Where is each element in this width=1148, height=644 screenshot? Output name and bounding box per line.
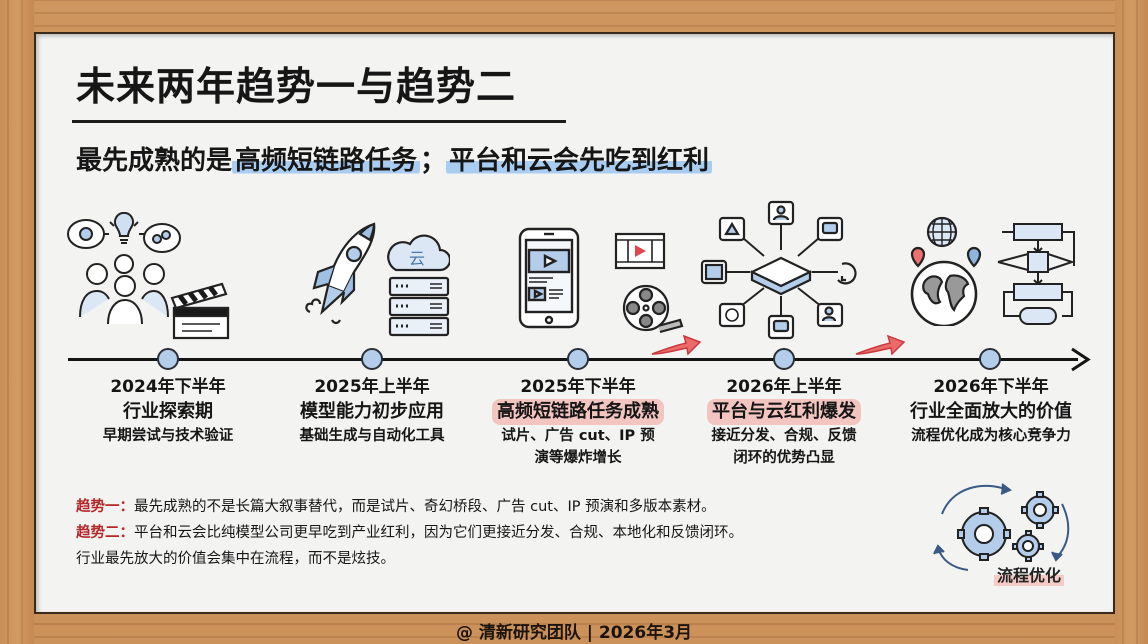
timeline-stage: 2026年下半年 行业全面放大的价值 流程优化成为核心竞争力 [881,375,1101,447]
server-rack-icon [388,276,450,337]
page-title: 未来两年趋势一与趋势二 [76,65,517,110]
subtitle-separator: ； [420,146,447,176]
stage-phase-highlight: 平台与云红利爆发 [707,399,861,425]
title-underline [72,120,566,123]
globe-icon [910,216,982,326]
stage-year: 2024年下半年 [110,377,226,397]
stage-desc: 接近分发、合规、反馈闭环的优势凸显 [711,428,857,466]
trend-note-3: 行业最先放大的价值会集中在流程，而不是炫技。 [76,546,743,572]
stage-phase: 行业全面放大的价值 [910,401,1072,422]
subtitle: 最先成熟的是高频短链路任务；平台和云会先吃到红利 [76,140,713,177]
film-strip-icon [614,232,666,270]
timeline-node [979,348,1001,370]
stage-desc: 试片、广告 cut、IP 预演等爆炸增长 [501,428,655,466]
flowchart-icon [997,223,1076,325]
svg-text:云: 云 [409,249,425,268]
gears-cycle-icon [933,483,1070,571]
platform-hub-icon [700,200,857,340]
rocket-icon [305,222,376,325]
film-reel-icon [622,284,684,334]
timeline-arrowhead-icon [1071,347,1091,372]
trend-note-1: 趋势一：最先成熟的不是长篇大叙事替代，而是试片、奇幻桥段、广告 cut、IP 预… [76,494,743,520]
stage-desc: 流程优化成为核心竞争力 [911,428,1071,444]
stage-year: 2026年下半年 [933,377,1049,397]
wooden-frame-left [0,0,34,644]
timeline-stage: 2026年上半年 平台与云红利爆发 接近分发、合规、反馈闭环的优势凸显 [679,375,889,469]
stage-phase-highlight: 高频短链路任务成熟 [492,399,664,425]
stage-phase: 模型能力初步应用 [300,401,444,422]
trend-text: 最先成熟的不是长篇大叙事替代，而是试片、奇幻桥段、广告 cut、IP 预演和多版… [134,499,716,515]
footer-credit: @ 清新研究团队 | 2026年3月 [455,623,693,643]
timeline-stage: 2025年上半年 模型能力初步应用 基础生成与自动化工具 [267,375,477,447]
whiteboard: 未来两年趋势一与趋势二 最先成熟的是高频短链路任务；平台和云会先吃到红利 [34,32,1115,614]
timeline-node [773,348,795,370]
timeline-node [157,348,179,370]
stage-phase: 行业探索期 [123,401,213,422]
trend-note-2: 趋势二：平台和云会比纯模型公司更早吃到产业红利，因为它们更接近分发、合规、本地化… [76,520,743,546]
stage-desc: 早期尝试与技术验证 [102,428,234,444]
trend-label: 趋势一： [76,499,134,515]
trend-text: 行业最先放大的价值会集中在流程，而不是炫技。 [76,551,395,567]
subtitle-highlight-1: 高频短链路任务 [232,146,421,176]
smartphone-video-icon [518,227,580,329]
trend-notes: 趋势一：最先成熟的不是长篇大叙事替代，而是试片、奇幻桥段、广告 cut、IP 预… [76,494,743,572]
subtitle-highlight-2: 平台和云会先吃到红利 [446,146,713,176]
timeline-node [361,348,383,370]
wooden-frame-right [1115,0,1148,644]
team-brainstorm-icon [67,212,181,325]
stage-year: 2025年上半年 [314,377,430,397]
cloud-icon: 云 [387,234,450,272]
stage-year: 2026年上半年 [726,377,842,397]
trend-text: 平台和云会比纯模型公司更早吃到产业红利，因为它们更接近分发、合规、本地化和反馈闭… [134,525,743,541]
subtitle-prefix: 最先成熟的是 [76,146,233,176]
timeline-stage: 2024年下半年 行业探索期 早期尝试与技术验证 [63,375,273,447]
stage-year: 2025年下半年 [520,377,636,397]
process-optimization-badge: 流程优化 [922,474,1082,594]
timeline-node [567,348,589,370]
trend-label: 趋势二： [76,525,134,541]
process-optimization-label: 流程优化 [994,562,1065,586]
clapperboard-icon [170,282,230,340]
red-arrow-icon [651,334,702,356]
stage-desc: 基础生成与自动化工具 [299,428,445,444]
red-arrow-icon [855,334,906,356]
timeline-stage: 2025年下半年 高频短链路任务成熟 试片、广告 cut、IP 预演等爆炸增长 [473,375,683,469]
